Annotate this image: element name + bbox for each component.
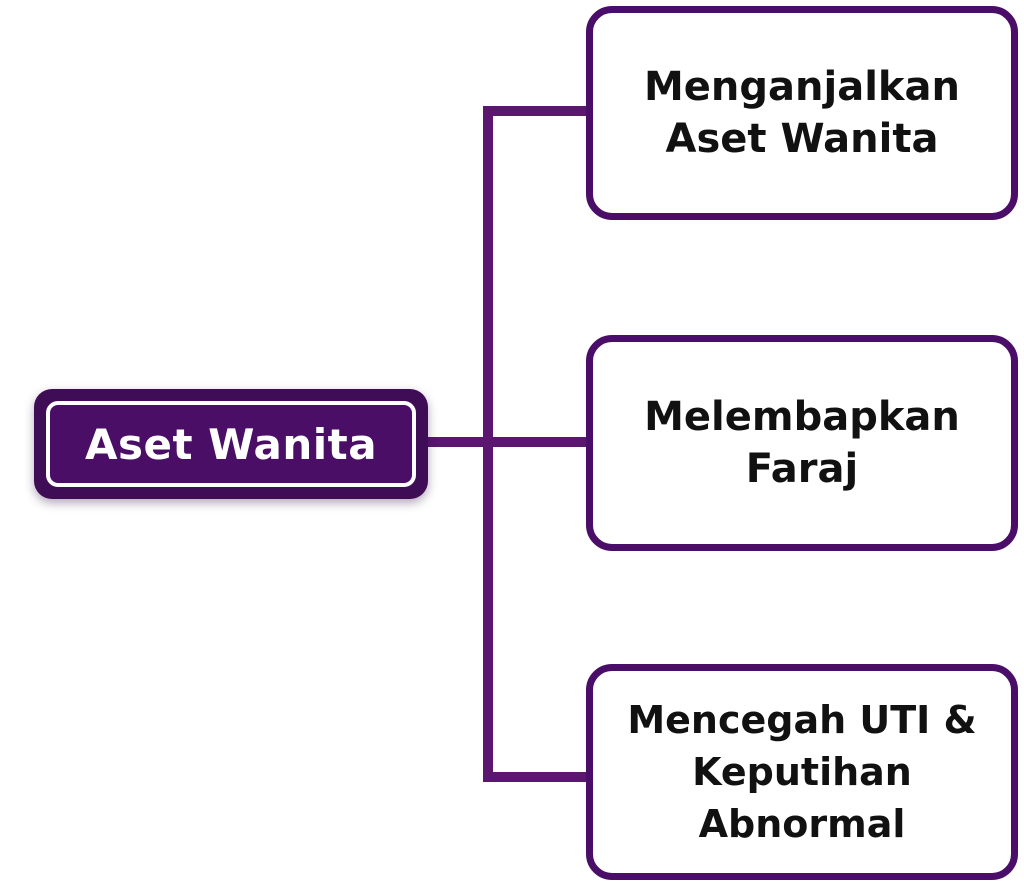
root-node-label: Aset Wanita (84, 419, 378, 469)
child-node-3: Mencegah UTI & Keputihan Abnormal (586, 664, 1018, 880)
root-node-inner-frame: Aset Wanita (46, 401, 416, 487)
child-node-1: Menganjalkan Aset Wanita (586, 6, 1018, 220)
connector-branch-1 (483, 106, 591, 116)
child-node-label: Menganjalkan Aset Wanita (644, 64, 960, 162)
connector-root-to-trunk (426, 437, 590, 447)
connector-trunk-vertical (483, 106, 493, 782)
child-node-2: Melembapkan Faraj (586, 335, 1018, 551)
child-node-label: Mencegah UTI & Keputihan Abnormal (627, 698, 977, 846)
root-node: Aset Wanita (34, 389, 428, 499)
connector-branch-3 (483, 772, 591, 782)
child-node-label: Melembapkan Faraj (644, 394, 960, 492)
